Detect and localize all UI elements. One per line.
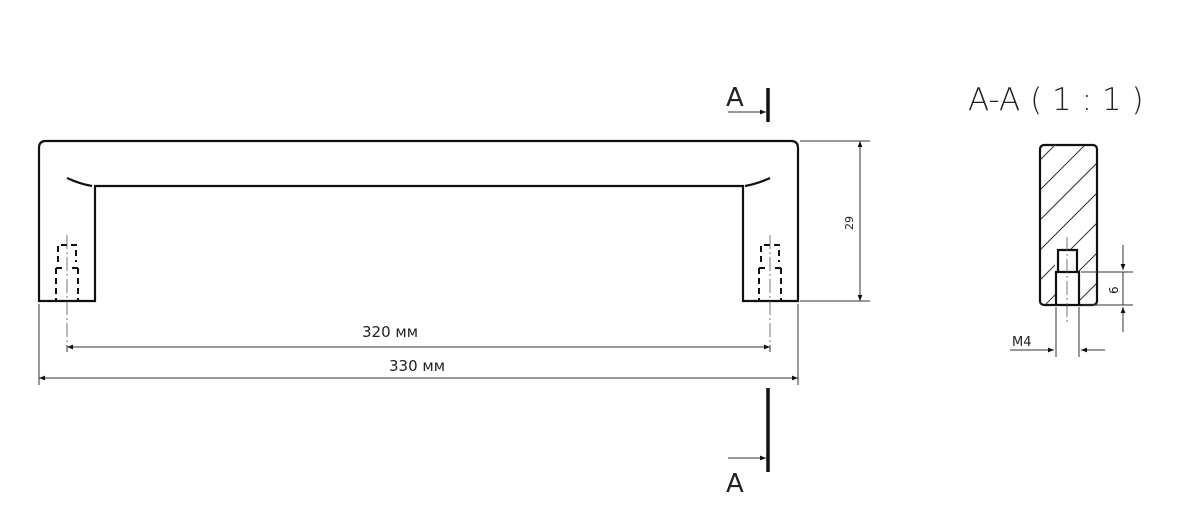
left-mounting-hole: [55, 235, 79, 345]
right-mounting-hole: [758, 235, 782, 345]
dimension-m4-label: M4: [1012, 335, 1032, 350]
dimension-320-label: 320 мм: [362, 323, 418, 341]
section-cut-bottom: A: [726, 388, 770, 499]
dimension-29: 29: [800, 140, 870, 302]
dimension-320: 320 мм: [66, 323, 771, 352]
dimension-6: 6: [1081, 245, 1133, 332]
section-marker-bottom: A: [726, 469, 744, 499]
section-view: 6 M4: [1010, 143, 1133, 357]
dimension-330-label: 330 мм: [389, 357, 445, 375]
dimension-29-label: 29: [843, 216, 856, 230]
handle-front-view: [37, 139, 800, 345]
section-cut-top: A: [726, 83, 770, 122]
section-title: A-A ( 1 : 1 ): [968, 82, 1144, 118]
section-marker-top: A: [726, 83, 744, 113]
dimension-6-label: 6: [1107, 286, 1121, 294]
dimension-330: 330 мм: [38, 304, 799, 385]
dimension-m4: M4: [1010, 307, 1105, 357]
